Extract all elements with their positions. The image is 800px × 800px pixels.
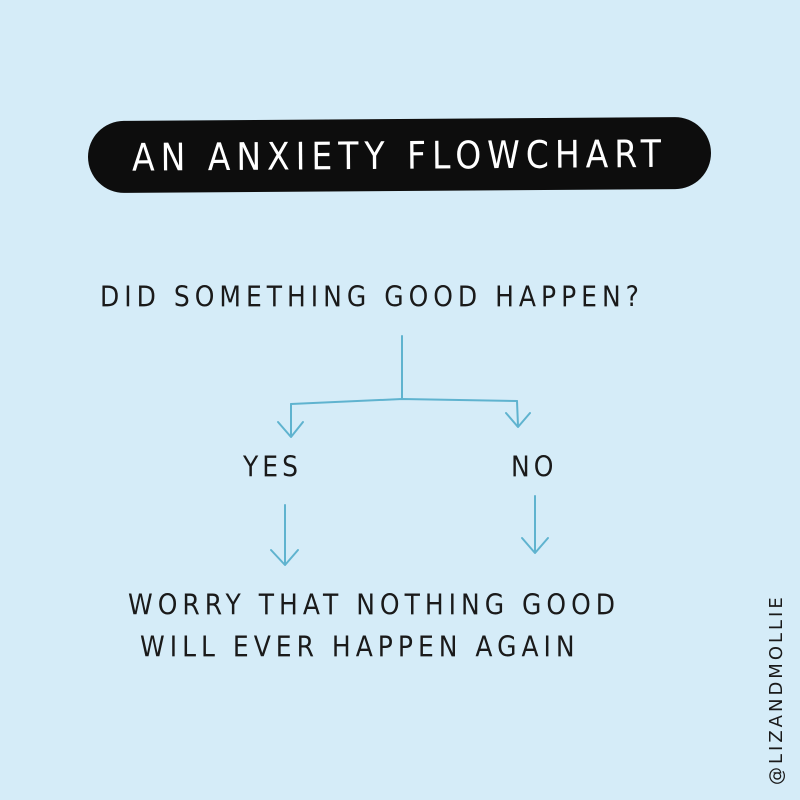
artist-credit: @LIZANDMOLLIE [766,594,787,785]
branch-crossbar-line [290,398,518,405]
no-node: NO [511,449,558,484]
no-branch-arrowhead [505,412,531,428]
result-node-line-1: WORRY THAT NOTHING GOOD [128,587,621,622]
yes-node: YES [243,449,302,484]
yes-branch-arrowhead [277,421,304,438]
question-node: DID SOMETHING GOOD HAPPEN? [100,279,644,314]
no-branch-line [516,400,519,427]
yes-to-result-arrowhead [270,549,299,566]
result-node-line-2: WILL EVER HAPPEN AGAIN [140,629,580,664]
no-to-result-arrowhead [521,537,549,554]
